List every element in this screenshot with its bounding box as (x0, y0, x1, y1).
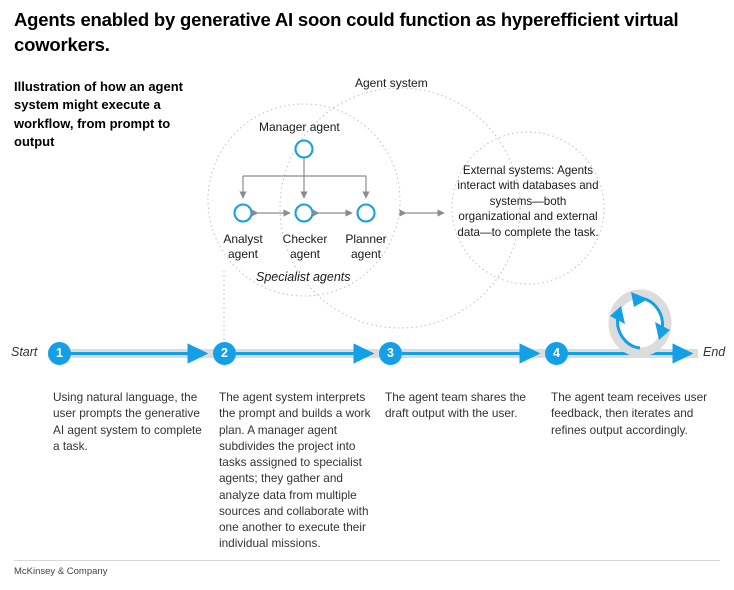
external-systems-description: External systems: Agents interact with d… (457, 164, 599, 239)
timeline-start-label: Start (11, 345, 38, 359)
manager-agent-node (294, 139, 314, 159)
timeline-end-label: End (703, 345, 726, 359)
step-marker-2[interactable]: 2 (213, 342, 236, 365)
checker-agent-node (294, 203, 314, 223)
step-marker-1[interactable]: 1 (48, 342, 71, 365)
step-caption-3: The agent team shares the draft output w… (385, 390, 526, 421)
footer-divider (14, 560, 720, 561)
step-marker-4[interactable]: 4 (545, 342, 568, 365)
footer-brand: McKinsey & Company (14, 566, 108, 577)
step-marker-3[interactable]: 3 (379, 342, 402, 365)
page-subtitle: Illustration of how an agent system migh… (14, 79, 183, 150)
analyst-agent-node (233, 203, 253, 223)
planner-agent-node (356, 203, 376, 223)
specialist-agents-label: Specialist agents (256, 270, 351, 284)
refresh-loop-icon (608, 289, 672, 357)
step-caption-4: The agent team receives user feedback, t… (551, 390, 708, 437)
step-caption-2: The agent system interprets the prompt a… (219, 390, 371, 551)
step-caption-1: Using natural language, the user prompts… (53, 390, 202, 453)
page-title: Agents enabled by generative AI soon cou… (14, 9, 679, 55)
timeline-track (48, 349, 698, 358)
agent-system-label: Agent system (355, 76, 428, 90)
manager-agent-label: Manager agent (259, 120, 340, 134)
